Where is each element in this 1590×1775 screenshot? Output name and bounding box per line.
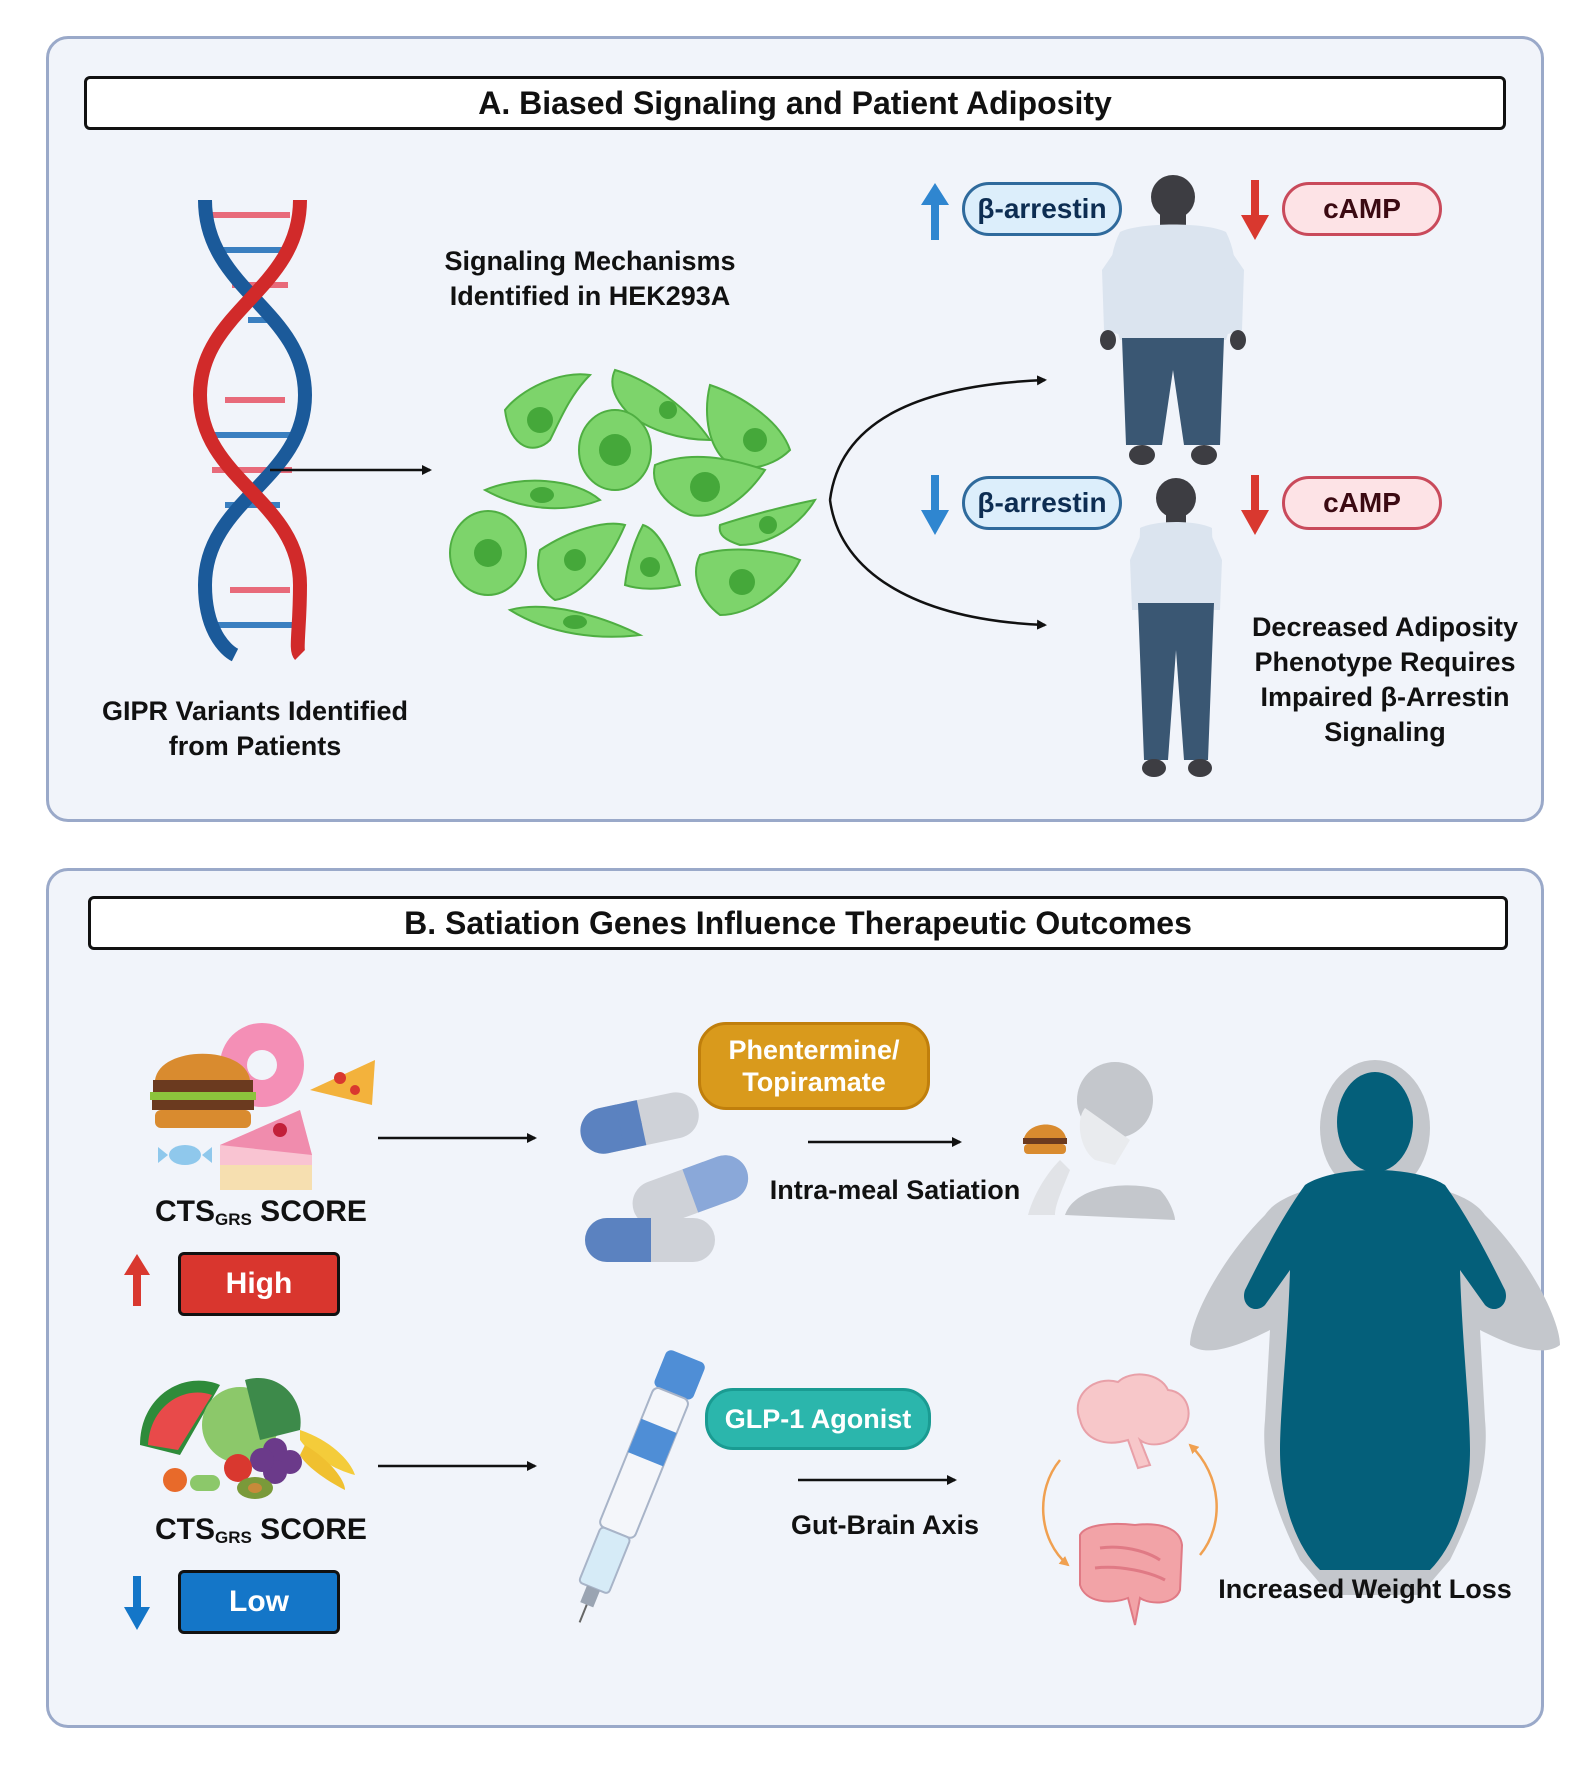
high-score-prefix: CTS [155, 1195, 215, 1228]
dna-helix-icon [192, 199, 313, 662]
cells-label-line2: Identified in HEK293A [449, 281, 731, 312]
glp1-agonist-pill: GLP-1 Agonist [705, 1388, 931, 1450]
capsules-icon [580, 1092, 749, 1262]
person-eating-icon [1023, 1062, 1175, 1220]
outcome-line-3: Impaired β-Arrestin [1260, 682, 1510, 713]
increased-weight-loss-label: Increased Weight Loss [1218, 1574, 1512, 1604]
cycle-arrow-right [1188, 1443, 1218, 1556]
high-score-suffix: SCORE [251, 1195, 367, 1228]
phentermine-topiramate-pill: Phentermine/ Topiramate [698, 1022, 930, 1110]
outcome-label-a: Decreased Adiposity Phenotype Requires I… [1235, 610, 1535, 750]
dna-label: GIPR Variants Identified from Patients [80, 694, 430, 764]
high-level-box: High [178, 1252, 340, 1316]
low-cts-score-label: CTSGRS SCORE [155, 1513, 367, 1548]
healthy-food-icon [140, 1378, 355, 1499]
gut-icon [1079, 1522, 1184, 1626]
panel-a-title: A. Biased Signaling and Patient Adiposit… [84, 76, 1506, 130]
beta-arrestin-pill-lower: β-arrestin [962, 476, 1122, 530]
weight-loss-silhouette-icon [1190, 1060, 1560, 1595]
dna-label-line2: from Patients [168, 731, 342, 762]
arrestin-up-arrow-icon [921, 183, 949, 240]
brain-icon [1076, 1373, 1190, 1470]
arrow-to-obese-figure [828, 375, 1047, 501]
dna-label-line1: GIPR Variants Identified [101, 696, 409, 726]
low-level-box: Low [178, 1570, 340, 1634]
lean-person-icon [1130, 478, 1222, 777]
hek293a-cells-icon [449, 368, 818, 638]
gut-brain-axis-label: Gut-Brain Axis [790, 1510, 980, 1540]
intra-meal-satiation-label: Intra-meal Satiation [769, 1175, 1021, 1205]
camp-down-arrow-icon-lower [1241, 475, 1269, 535]
arrow-to-lean-figure [828, 499, 1047, 630]
junk-food-icon [150, 1023, 375, 1190]
low-score-sub: GRS [215, 1528, 252, 1547]
camp-pill-upper: cAMP [1282, 182, 1442, 236]
high-cts-score-label: CTSGRS SCORE [155, 1195, 367, 1230]
beta-arrestin-pill-upper: β-arrestin [962, 182, 1122, 236]
camp-down-arrow-icon-upper [1241, 180, 1269, 240]
low-score-suffix: SCORE [251, 1513, 367, 1546]
cells-label: Signaling Mechanisms Identified in HEK29… [420, 244, 760, 314]
panel-b-title: B. Satiation Genes Influence Therapeutic… [88, 896, 1508, 950]
drug-line2: Topiramate [742, 1067, 886, 1097]
drug-line1: Phentermine/ [728, 1034, 900, 1065]
high-score-up-arrow-icon [124, 1254, 150, 1306]
obese-person-icon [1100, 175, 1246, 465]
outcome-line-2: Phenotype Requires [1254, 647, 1516, 678]
low-score-down-arrow-icon [124, 1576, 150, 1630]
outcome-line-1: Decreased Adiposity [1251, 612, 1519, 642]
low-score-prefix: CTS [155, 1513, 215, 1546]
arrestin-down-arrow-icon [921, 475, 949, 535]
high-score-sub: GRS [215, 1210, 252, 1229]
outcome-line-4: Signaling [1324, 717, 1446, 748]
cells-label-line1: Signaling Mechanisms [444, 246, 736, 276]
injection-pen-icon [578, 1350, 705, 1623]
camp-pill-lower: cAMP [1282, 476, 1442, 530]
cycle-arrow-left [1042, 1459, 1070, 1567]
